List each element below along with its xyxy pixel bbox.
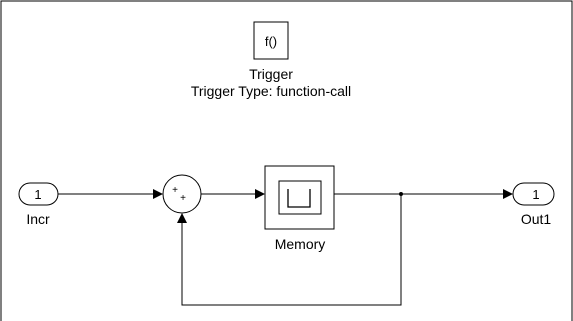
memory-name-label: Memory <box>274 236 326 252</box>
inport-number: 1 <box>34 187 41 202</box>
memory-block[interactable] <box>264 165 335 230</box>
inport-block[interactable]: 1 <box>18 182 59 206</box>
inport-name-label: Incr <box>26 211 50 227</box>
trigger-name-label: Trigger <box>249 66 293 82</box>
memory-inner-icon <box>278 180 322 215</box>
outport-number: 1 <box>532 187 539 202</box>
trigger-icon-text: f() <box>265 34 277 49</box>
outport-block[interactable]: 1 <box>512 182 555 206</box>
trigger-type-label: Trigger Type: function-call <box>190 83 352 99</box>
sum-block[interactable]: + + <box>162 174 202 214</box>
sum-sign-2: + <box>180 193 186 204</box>
signal-feedback[interactable] <box>177 194 402 306</box>
sum-sign-1: + <box>172 185 178 196</box>
memory-step-icon <box>287 189 311 208</box>
outport-name-label: Out1 <box>520 211 552 227</box>
trigger-block[interactable]: f() <box>253 21 289 60</box>
